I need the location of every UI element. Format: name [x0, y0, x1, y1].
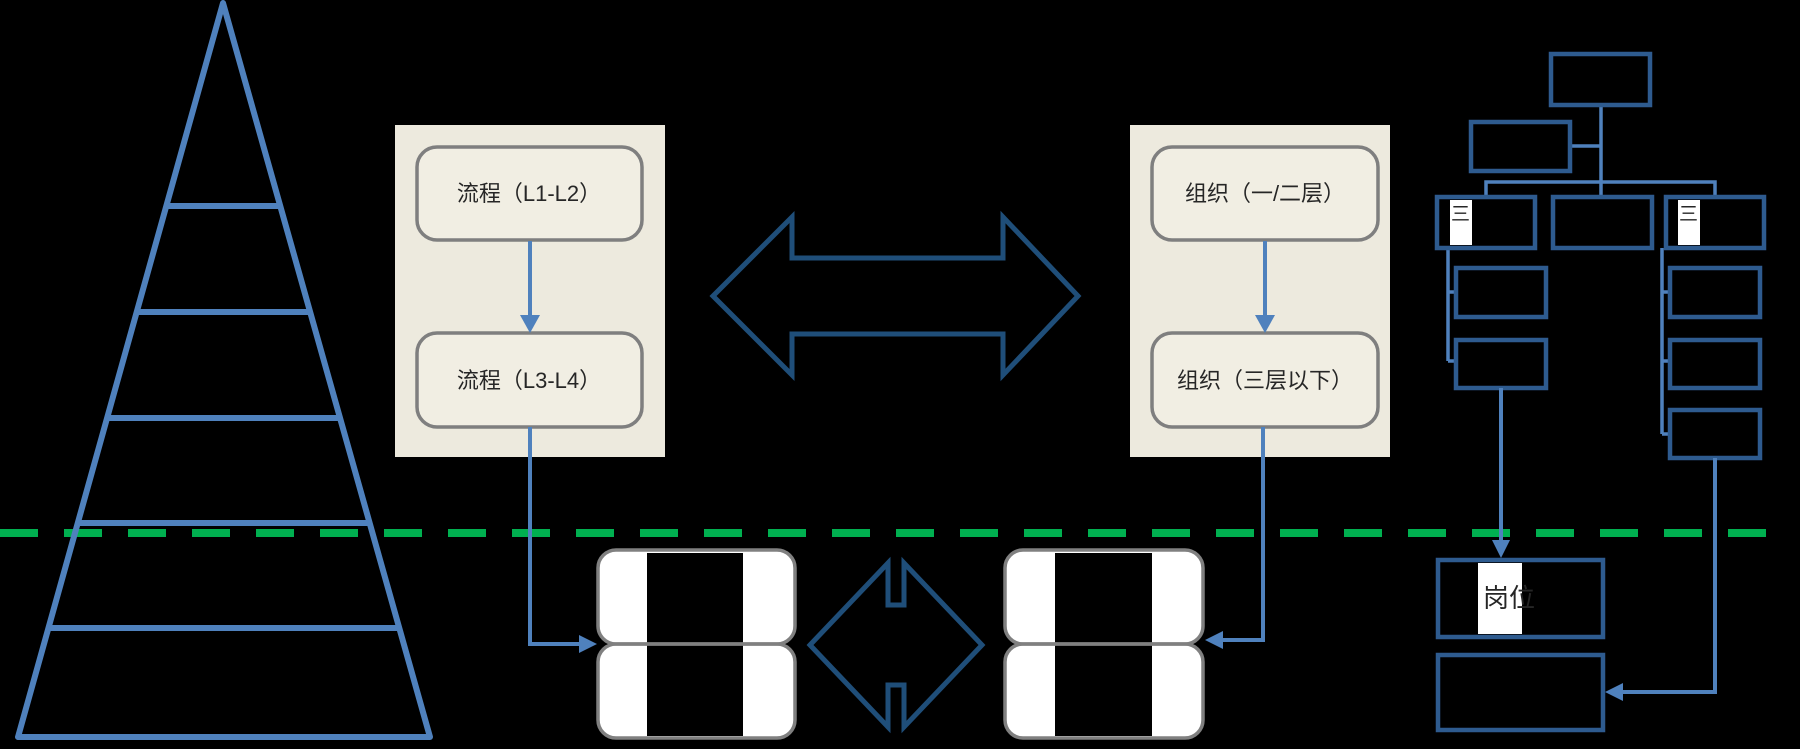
process-box-l3-l4-label: 流程（L3-L4） [457, 368, 601, 393]
label-stripe [1450, 200, 1472, 245]
org-to-lower-box-arrow [1605, 458, 1717, 701]
org-node-dept-left [1434, 194, 1538, 251]
org-chart: 三 三 [1434, 51, 1767, 461]
org-node-sub-left-1 [1453, 265, 1549, 320]
arrow-line [1621, 458, 1717, 694]
process-to-cards-arrow [528, 427, 597, 653]
dept-left-stripe-label: 三 [1451, 204, 1470, 225]
pyramid [15, 0, 433, 740]
org-box-top-levels [1150, 145, 1380, 242]
arrow-head [1605, 683, 1623, 701]
arrow-head [579, 635, 597, 653]
card-outline [596, 642, 797, 740]
dept-right-stripe-label: 三 [1679, 204, 1698, 225]
org-to-position-arrow [1492, 388, 1510, 558]
org-panel: 组织（一/二层） 组织（三层以下） [1130, 125, 1390, 457]
arrow-head [1492, 540, 1510, 558]
org-node-sub-left-2 [1453, 337, 1549, 391]
org-node-dept-middle [1550, 194, 1655, 251]
org-box-top-levels-label: 组织（一/二层） [1185, 181, 1345, 206]
org-node-staff [1468, 119, 1573, 174]
double-arrow-small-icon [806, 556, 986, 734]
double-arrow-large-icon [709, 210, 1082, 382]
position-section: 岗位 [1435, 557, 1606, 733]
org-down-arrow-head [1255, 315, 1275, 333]
stacked-cards-left [596, 548, 797, 740]
label-stripe [1478, 563, 1522, 634]
pyramid-outline [15, 0, 433, 740]
label-stripe [1678, 200, 1700, 245]
position-box [1435, 557, 1606, 640]
org-to-cards-arrow [1205, 427, 1265, 649]
position-label: 岗位 [1483, 583, 1535, 613]
lower-box [1435, 652, 1606, 733]
org-node-sub-right-3 [1667, 407, 1763, 461]
stacked-cards-right [1003, 548, 1205, 740]
arrow-line [528, 427, 581, 646]
arrow-head [1205, 631, 1223, 649]
org-node-root [1548, 51, 1653, 108]
arrow-line [1221, 427, 1265, 642]
process-down-arrow-head [520, 315, 540, 333]
org-box-lower-levels-label: 组织（三层以下） [1177, 368, 1353, 393]
process-box-l1-l2 [415, 145, 644, 242]
org-node-sub-right-2 [1667, 337, 1763, 391]
process-box-l1-l2-label: 流程（L1-L2） [457, 181, 601, 206]
org-node-dept-right [1663, 194, 1767, 251]
org-connector [1484, 180, 1717, 197]
card-outline [1003, 642, 1205, 740]
process-panel: 流程（L1-L2） 流程（L3-L4） [395, 125, 665, 457]
org-node-sub-right-1 [1667, 265, 1763, 320]
